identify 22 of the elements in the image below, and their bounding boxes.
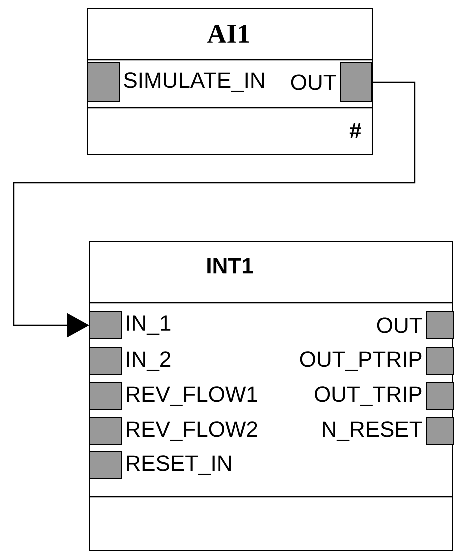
port-square	[426, 418, 454, 446]
port-square	[90, 452, 122, 480]
port-label: SIMULATE_IN	[124, 72, 264, 92]
port-label: RESET_IN	[127, 456, 231, 476]
port-square	[90, 348, 122, 376]
port-label: IN_1	[127, 316, 171, 336]
port-square	[426, 312, 454, 340]
port-square	[90, 382, 122, 410]
port-label: REV_FLOW1	[127, 386, 258, 406]
port-square	[90, 312, 122, 340]
port-label: OUT_PTRIP	[300, 352, 422, 372]
port-label: OUT	[377, 318, 422, 334]
port-square	[340, 62, 372, 102]
port-label: OUT_TRIP	[315, 386, 422, 406]
port-label: IN_2	[127, 352, 171, 372]
port-label: REV_FLOW2	[127, 422, 258, 442]
port-square	[426, 382, 454, 410]
port-square	[90, 418, 122, 446]
port-square	[88, 62, 120, 102]
port-label: N_RESET	[323, 422, 422, 442]
port-square	[426, 348, 454, 376]
port-label: OUT	[291, 74, 336, 90]
